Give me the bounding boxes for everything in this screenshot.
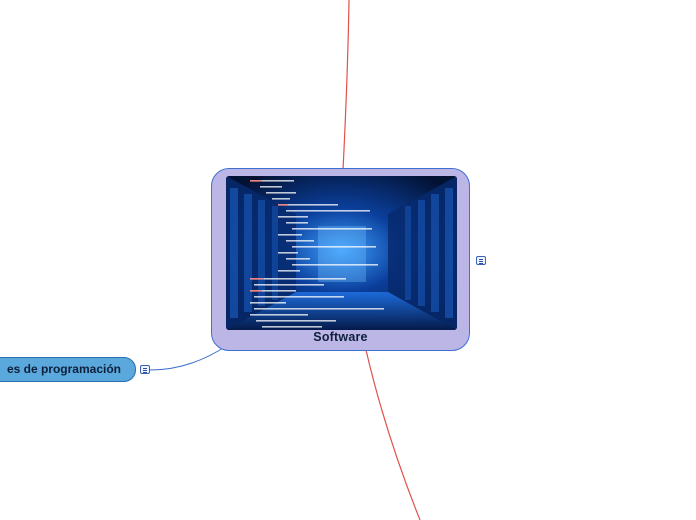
connector-left [149, 344, 229, 371]
connector-top [342, 0, 350, 171]
notes-icon[interactable] [476, 256, 486, 265]
server-room-code-image [226, 176, 457, 330]
central-topic[interactable]: Software [211, 168, 470, 351]
topic-label: es de programación [6, 362, 121, 376]
notes-icon[interactable] [140, 365, 150, 374]
topic-lenguajes-de-programacion[interactable]: es de programación [0, 357, 136, 382]
connector-bottom [365, 349, 421, 520]
central-topic-title: Software [313, 330, 368, 344]
